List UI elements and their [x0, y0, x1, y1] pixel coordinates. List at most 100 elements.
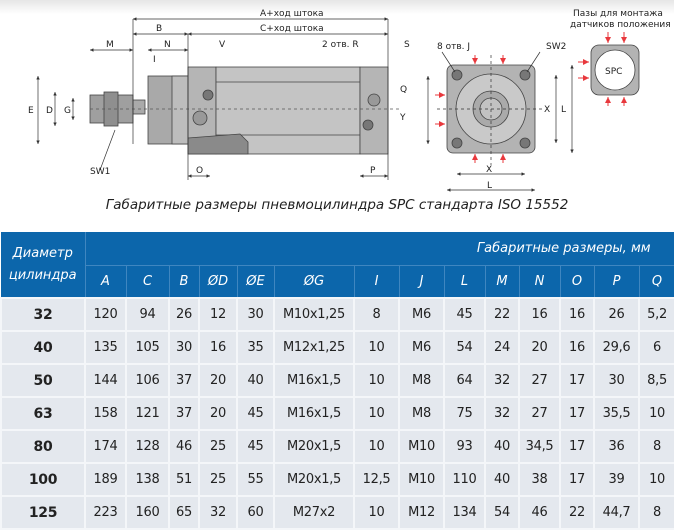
value-cell: 46 [168, 429, 200, 464]
column-header: J [399, 265, 445, 299]
value-cell: 51 [168, 462, 200, 497]
column-header: B [169, 265, 200, 299]
value-cell: 46 [518, 495, 561, 530]
value-cell: M10 [398, 429, 445, 464]
diameter-cell: 125 [0, 495, 86, 530]
label-v: V [219, 40, 226, 50]
diameter-header-line1: Диаметр [12, 245, 73, 261]
value-cell: 223 [84, 495, 127, 530]
value-cell: 17 [559, 429, 595, 464]
value-cell: 17 [559, 396, 595, 431]
value-cell: 189 [84, 462, 127, 497]
value-cell: 10 [353, 429, 400, 464]
value-cell: 17 [559, 462, 595, 497]
diagram-caption: Габаритные размеры пневмоцилиндра SPC ст… [105, 197, 569, 213]
value-cell: 158 [84, 396, 127, 431]
label-r: 2 отв. R [322, 40, 359, 50]
column-header: A [85, 265, 127, 299]
value-cell: 10 [353, 330, 400, 365]
value-cell: 22 [559, 495, 595, 530]
side-view [89, 66, 389, 155]
value-cell: 94 [125, 297, 170, 332]
column-header: C [126, 265, 170, 299]
value-cell: 138 [125, 462, 170, 497]
value-cell: 20 [198, 396, 238, 431]
value-cell: M27x2 [273, 495, 355, 530]
diameter-cell: 32 [0, 297, 86, 332]
value-cell: M12 [398, 495, 445, 530]
label-q: Q [400, 85, 407, 95]
column-header: N [519, 265, 561, 299]
label-spc: SPC [605, 67, 622, 77]
label-s: S [404, 40, 410, 50]
value-cell: 17 [559, 363, 595, 398]
value-cell: 25 [198, 462, 238, 497]
value-cell: 30 [168, 330, 200, 365]
cylinder-drawing: A+ход штока B C+ход штока M N V 2 отв. R… [28, 9, 671, 192]
value-cell: 54 [484, 495, 520, 530]
value-cell: 26 [593, 297, 640, 332]
label-m: M [106, 40, 114, 50]
value-cell: M20x1,5 [273, 429, 355, 464]
value-cell: 32 [198, 495, 238, 530]
value-cell: M10 [398, 462, 445, 497]
value-cell: 40 [484, 462, 520, 497]
spc-profile [590, 44, 640, 96]
column-header: Q [639, 265, 674, 299]
value-cell: 144 [84, 363, 127, 398]
value-cell: M8 [398, 363, 445, 398]
value-cell: 110 [443, 462, 486, 497]
value-cell: 30 [236, 297, 275, 332]
value-cell: 5,2 [637, 297, 674, 332]
label-y: Y [399, 113, 406, 123]
label-j: 8 отв. J [437, 42, 470, 52]
value-cell: 32 [484, 363, 520, 398]
value-cell: 36 [593, 429, 640, 464]
value-cell: 120 [84, 297, 127, 332]
value-cell: 45 [443, 297, 486, 332]
value-cell: 54 [443, 330, 486, 365]
value-cell: 40 [484, 429, 520, 464]
value-cell: 22 [484, 297, 520, 332]
value-cell: M10x1,25 [273, 297, 355, 332]
value-cell: 39 [593, 462, 640, 497]
value-cell: 174 [84, 429, 127, 464]
label-g: G [64, 106, 71, 116]
sensor-slot-arrows [435, 55, 506, 163]
diameter-cell: 63 [0, 396, 86, 431]
value-cell: 128 [125, 429, 170, 464]
dimension-diagram: A+ход штока B C+ход штока M N V 2 отв. R… [0, 0, 674, 195]
value-cell: 20 [198, 363, 238, 398]
diameter-cell: 80 [0, 429, 86, 464]
column-header: ØD [199, 265, 238, 299]
value-cell: 106 [125, 363, 170, 398]
value-cell: 135 [84, 330, 127, 365]
label-d: D [46, 106, 53, 116]
value-cell: 60 [236, 495, 275, 530]
value-cell: 93 [443, 429, 486, 464]
value-cell: 121 [125, 396, 170, 431]
value-cell: M16x1,5 [273, 396, 355, 431]
value-cell: 20 [518, 330, 561, 365]
value-cell: 64 [443, 363, 486, 398]
label-a: A+ход штока [260, 9, 324, 19]
value-cell: 8 [353, 297, 400, 332]
value-cell: 45 [236, 396, 275, 431]
slots-title-line1: Пазы для монтажа [573, 9, 663, 19]
value-cell: 55 [236, 462, 275, 497]
diameter-header: Диаметр цилиндра [1, 232, 86, 299]
value-cell: 30 [593, 363, 640, 398]
diameter-cell: 100 [0, 462, 86, 497]
column-header: L [444, 265, 486, 299]
column-header: ØE [237, 265, 275, 299]
label-sw1: SW1 [90, 167, 110, 177]
value-cell: 32 [484, 396, 520, 431]
value-cell: 29,6 [593, 330, 640, 365]
column-header: P [594, 265, 640, 299]
value-cell: 35,5 [593, 396, 640, 431]
value-cell: M20x1,5 [273, 462, 355, 497]
